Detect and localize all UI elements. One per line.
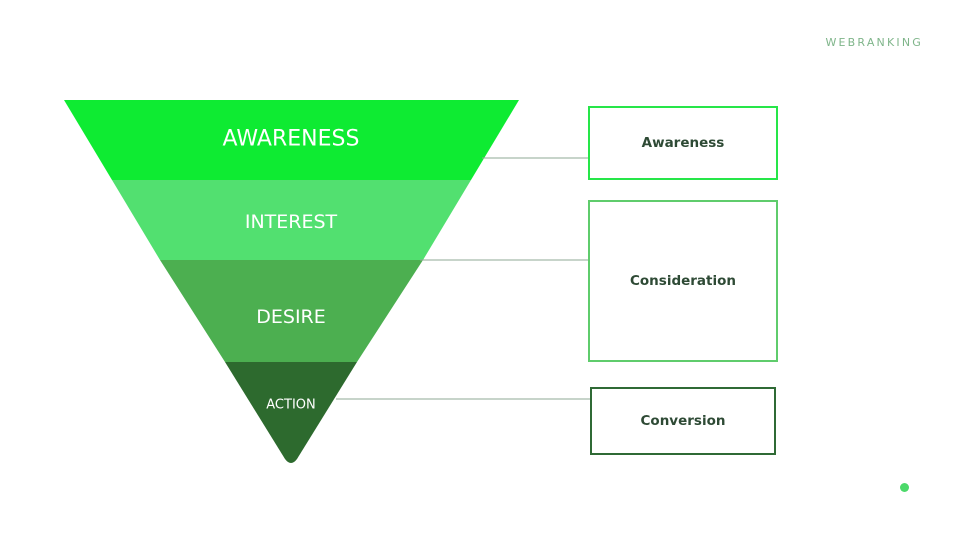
brand-logo-text: WEBRANKING <box>825 36 923 49</box>
stage-label-interest: INTEREST <box>244 211 338 233</box>
funnel-stage-action <box>225 362 357 463</box>
phase-label-awareness: Awareness <box>641 135 725 151</box>
phase-label-consideration: Consideration <box>629 273 736 289</box>
accent-dot <box>900 483 909 492</box>
funnel-stage-interest <box>112 180 471 260</box>
funnel-stage-awareness <box>64 100 519 180</box>
phase-box-conversion: Conversion <box>590 387 776 455</box>
stage-label-awareness: AWARENESS <box>222 126 360 152</box>
phase-box-consideration: Consideration <box>588 200 778 362</box>
phase-label-conversion: Conversion <box>640 413 726 429</box>
stage-label-action: ACTION <box>266 397 316 413</box>
funnel-stage-desire <box>160 260 423 362</box>
phase-box-awareness: Awareness <box>588 106 778 180</box>
stage-label-desire: DESIRE <box>256 306 326 328</box>
